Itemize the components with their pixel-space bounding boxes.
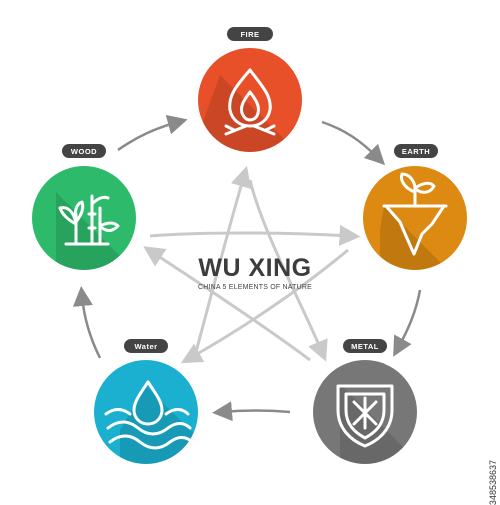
star-arrow-wood-earth bbox=[149, 224, 361, 246]
star-arrow-metal-wood bbox=[143, 246, 311, 362]
metal-label: METAL bbox=[343, 339, 387, 353]
stock-id-watermark: 348538637 bbox=[488, 460, 498, 505]
star-arrow-water-fire bbox=[194, 165, 252, 353]
flame-icon bbox=[224, 68, 276, 136]
arrow-earth-metal bbox=[393, 289, 422, 357]
generating-arrows bbox=[72, 114, 422, 422]
diagram-title: WU XING bbox=[198, 254, 312, 282]
star-arrow-fire-metal bbox=[248, 179, 328, 362]
earth-circle bbox=[363, 166, 467, 270]
earth-label: EARTH bbox=[394, 144, 438, 158]
earth-element bbox=[363, 166, 467, 270]
water-label: Water bbox=[124, 339, 168, 353]
water-drop-waves-icon bbox=[104, 380, 194, 450]
fire-circle bbox=[198, 48, 302, 152]
metal-element bbox=[313, 360, 417, 464]
arrow-metal-water bbox=[212, 401, 291, 422]
shield-star-icon bbox=[336, 384, 394, 448]
wood-label: WOOD bbox=[62, 144, 106, 158]
fire-element bbox=[198, 48, 302, 152]
fire-label: FIRE bbox=[227, 27, 273, 41]
bamboo-plant-icon bbox=[58, 194, 120, 246]
overcoming-star bbox=[143, 165, 361, 364]
wood-circle bbox=[32, 166, 136, 270]
water-element bbox=[94, 360, 198, 464]
arrow-wood-fire bbox=[117, 114, 188, 152]
arrow-water-wood bbox=[72, 286, 102, 359]
arrow-fire-earth bbox=[321, 120, 386, 166]
wood-element bbox=[32, 166, 136, 270]
star-arrow-earth-water bbox=[180, 248, 349, 364]
floating-island-sprout-icon bbox=[382, 172, 448, 256]
diagram-subtitle: CHINA 5 ELEMENTS OF NATURE bbox=[198, 284, 312, 291]
